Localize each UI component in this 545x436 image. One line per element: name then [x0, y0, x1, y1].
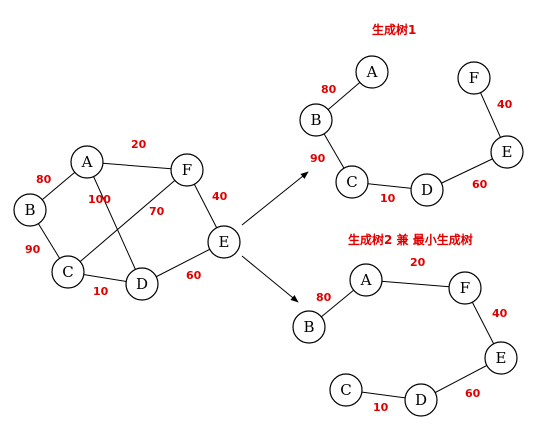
tree2-node-D	[404, 383, 438, 417]
tree2-node-label-B: B	[303, 318, 314, 336]
arrow-to-tree1	[241, 171, 309, 226]
tree2-weight-A-B: 80	[316, 291, 332, 304]
original-weight-D-E: 60	[186, 269, 202, 282]
original-node-label-A: A	[81, 153, 93, 171]
tree1-node-B	[299, 103, 333, 137]
tree2-node-F	[448, 271, 482, 305]
original-node-label-E: E	[219, 233, 230, 251]
tree1-node-E	[490, 135, 524, 169]
tree1-node-label-B: B	[310, 111, 321, 129]
spanning-tree-1: 80 90 10 60 40 A B C D E F 生成树1	[299, 22, 524, 207]
original-node-D	[125, 267, 159, 301]
original-node-C	[51, 255, 85, 289]
tree2-node-label-F: F	[460, 279, 470, 297]
tree2-title: 生成树2 兼 最小生成树	[348, 232, 473, 247]
tree1-weight-C-D: 10	[380, 192, 396, 205]
original-edge-A-D	[86, 161, 143, 285]
arrow-to-tree2	[241, 255, 299, 303]
original-node-B	[13, 193, 47, 227]
tree1-weight-D-E: 60	[472, 178, 488, 191]
original-edge-C-F	[67, 169, 188, 273]
original-weight-B-C: 90	[25, 243, 41, 256]
original-weight-A-B: 80	[36, 173, 52, 186]
tree2-weight-E-D: 60	[465, 387, 481, 400]
tree2-weight-D-C: 10	[373, 401, 389, 414]
original-edge-A-F	[86, 161, 188, 171]
tree1-weight-E-F: 40	[497, 98, 513, 111]
tree2-weight-F-E: 40	[492, 307, 508, 320]
tree1-node-label-C: C	[346, 173, 357, 191]
tree1-title: 生成树1	[372, 22, 416, 37]
tree1-node-C	[335, 165, 369, 199]
original-weight-F-E: 40	[212, 190, 228, 203]
tree2-node-label-A: A	[360, 271, 372, 289]
tree2-weight-A-F: 20	[410, 256, 426, 269]
tree2-node-C	[329, 373, 363, 407]
original-node-F	[170, 153, 204, 187]
tree1-weight-A-B: 80	[321, 83, 337, 96]
original-node-label-F: F	[182, 161, 192, 179]
original-node-E	[207, 225, 241, 259]
tree1-node-label-F: F	[469, 69, 479, 87]
spanning-tree-2: 80 20 40 60 10 A B C D E F 生成树2 兼 最小生成树	[292, 232, 518, 417]
arrows	[241, 171, 309, 303]
tree1-node-label-A: A	[366, 63, 378, 81]
original-weight-A-D: 100	[88, 193, 111, 206]
tree2-node-B	[292, 310, 326, 344]
original-weight-C-D: 10	[93, 285, 109, 298]
tree2-node-label-E: E	[496, 349, 507, 367]
tree1-weight-B-C: 90	[310, 152, 326, 165]
tree1-node-label-D: D	[421, 181, 433, 199]
tree1-node-D	[410, 173, 444, 207]
original-node-label-B: B	[24, 201, 35, 219]
tree2-node-A	[349, 263, 383, 297]
tree1-node-F	[457, 61, 491, 95]
original-weight-A-F: 20	[131, 138, 147, 151]
tree2-node-E	[484, 341, 518, 375]
tree2-node-label-C: C	[340, 381, 351, 399]
original-weight-C-F: 70	[149, 205, 165, 218]
original-node-A	[70, 145, 104, 179]
tree1-node-A	[355, 55, 389, 89]
tree1-node-label-E: E	[502, 143, 513, 161]
tree2-node-label-D: D	[415, 391, 427, 409]
original-node-label-D: D	[136, 275, 148, 293]
original-node-label-C: C	[62, 263, 73, 281]
original-graph: 80 20 100 90 70 10 40 60 A B C D E F	[13, 138, 241, 301]
